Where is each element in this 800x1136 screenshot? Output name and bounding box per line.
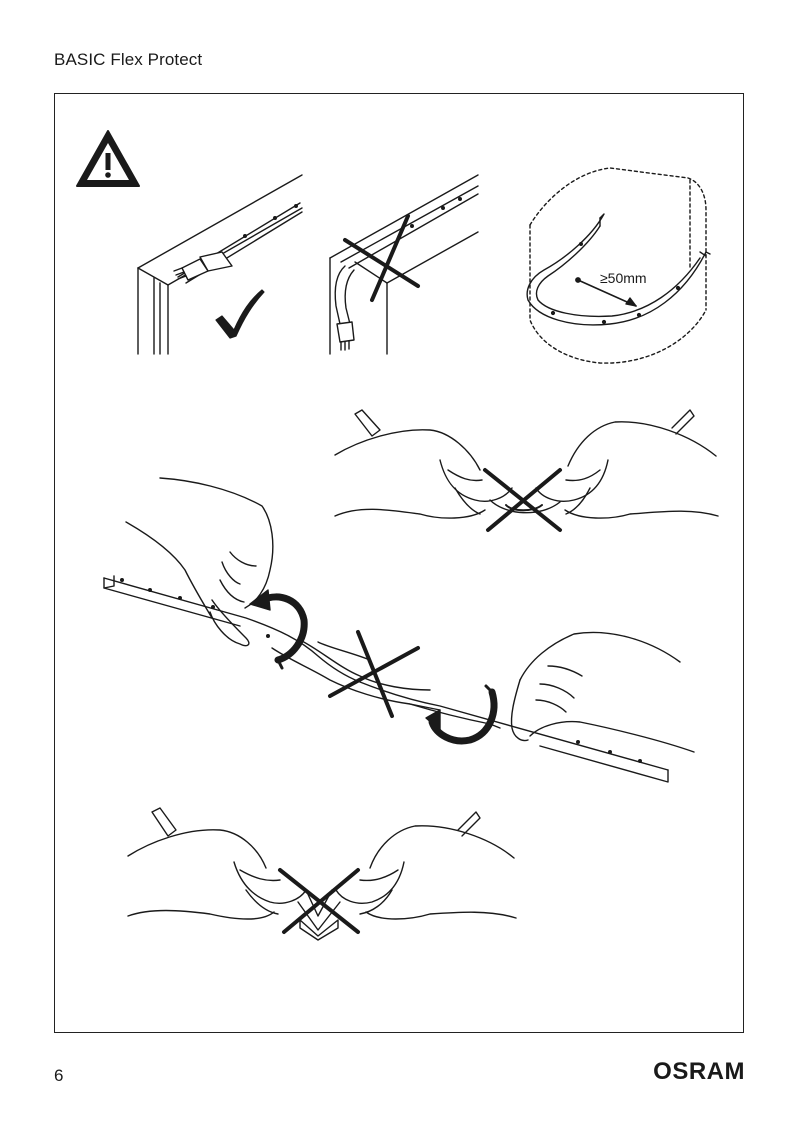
- pinch-bend-downwards-panel: [127, 807, 517, 941]
- instruction-frame: [54, 93, 744, 1033]
- edge-mounting-incorrect-panel: [329, 174, 479, 355]
- osram-logo: OSRAM: [653, 1058, 745, 1085]
- document-header-title: BASIC Flex Protect: [54, 50, 203, 69]
- page-number: 6: [54, 1066, 64, 1085]
- edge-mounting-correct-panel: [137, 174, 303, 355]
- minimum-bend-radius-panel: [526, 167, 711, 364]
- bend-radius-label: ≥50mm: [600, 270, 647, 286]
- warning-triangle-icon: [76, 130, 140, 187]
- checkmark-icon: [215, 289, 265, 339]
- twist-strip-panel: [103, 477, 695, 783]
- pinch-bend-upwards-panel: [334, 409, 719, 532]
